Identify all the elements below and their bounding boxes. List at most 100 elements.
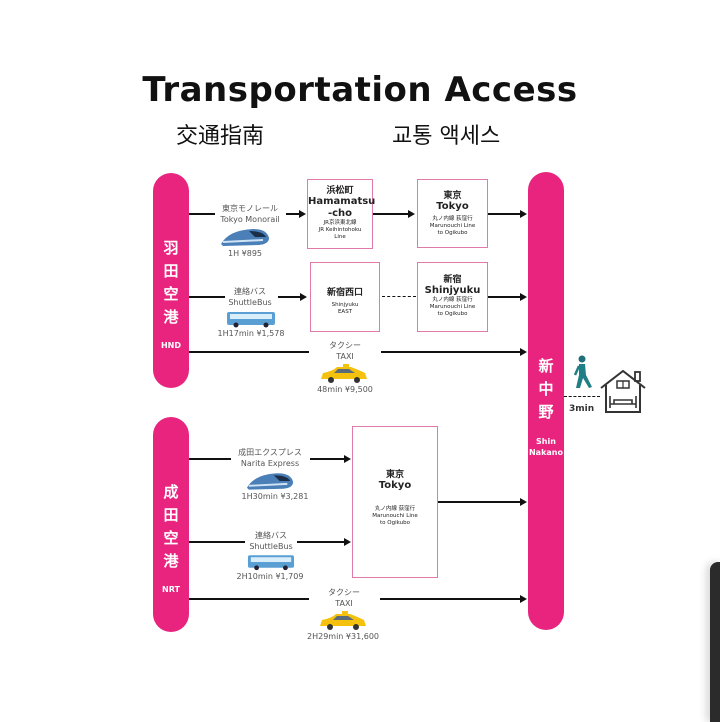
haneda-char: 港 (163, 308, 179, 326)
connector-line (189, 458, 231, 460)
destination-en-2: Nakano (528, 448, 563, 457)
bus-cost: 1H17min ¥1,578 (217, 329, 285, 338)
walk-dashed-line (564, 396, 600, 397)
narita-express-label-en: Narita Express (240, 459, 300, 468)
walking-person-icon (573, 355, 592, 388)
station-line: Marunouchi Line (372, 513, 418, 519)
arrow-head-icon (299, 210, 306, 218)
arrow-head-icon (520, 210, 527, 218)
narita-bus-label: 連絡バス ShuttleBus (243, 530, 299, 552)
shin-nakano-pill: 新 中 野 Shin Nakano (528, 172, 564, 630)
subtitle-korean: 교통 액세스 (392, 124, 501, 149)
taxi-label-ja: タクシー (329, 341, 361, 350)
station-line: to Ogikubo (437, 230, 468, 236)
arrow-head-icon (408, 210, 415, 218)
connector-line (278, 296, 301, 298)
station-en: Shinjyuku (424, 285, 481, 296)
narita-express-label: 成田エクスプレス Narita Express (229, 447, 311, 469)
connector-line (380, 598, 521, 600)
connector-line (189, 598, 309, 600)
station-ja: 新宿 (443, 275, 462, 285)
station-shinjuku: 新宿 Shinjyuku 丸ノ内線 荻窪行 Marunouchi Line to… (417, 262, 488, 332)
connector-line (488, 296, 521, 298)
bus-label-ja: 連絡バス (234, 287, 266, 296)
narita-taxi-label-en: TAXI (335, 599, 353, 608)
haneda-airport-pill: 羽 田 空 港 HND (153, 173, 189, 388)
connector-line (438, 501, 521, 503)
connector-line (286, 213, 300, 215)
station-en: Tokyo (436, 201, 469, 212)
haneda-code: HND (160, 341, 182, 350)
narita-airport-pill: 成 田 空 港 NRT (153, 417, 189, 632)
connector-line (189, 213, 215, 215)
house-bed-icon (600, 369, 646, 413)
station-line: Shinjyuku (331, 302, 359, 308)
side-panel-edge (710, 562, 720, 722)
taxi-label: タクシー TAXI (310, 340, 380, 362)
station-line: to Ogikubo (380, 520, 410, 526)
narita-char: 港 (163, 552, 179, 570)
connector-line (373, 213, 409, 215)
station-ja: 浜松町 (326, 186, 354, 196)
arrow-head-icon (520, 348, 527, 356)
subtitle-japanese: 交通指南 (176, 124, 265, 149)
arrow-head-icon (300, 293, 307, 301)
taxi-icon (320, 611, 366, 630)
narita-char: 成 (163, 483, 179, 501)
station-line: to Ogikubo (437, 311, 468, 317)
station-tokyo-narita: 東京 Tokyo 丸ノ内線 荻窪行 Marunouchi Line to Ogi… (352, 426, 438, 578)
walk-time: 3min (569, 404, 595, 414)
taxi-cost: 48min ¥9,500 (317, 385, 373, 394)
station-line: Marunouchi Line (429, 223, 476, 229)
monorail-cost: 1H ¥895 (227, 249, 262, 258)
arrow-head-icon (520, 293, 527, 301)
narita-taxi-label-ja: タクシー (328, 588, 360, 597)
station-en: -cho (327, 208, 353, 219)
narita-char: 空 (163, 529, 179, 547)
narita-taxi-label: タクシー TAXI (308, 587, 380, 609)
arrow-head-icon (344, 455, 351, 463)
dashed-connector (382, 296, 416, 297)
taxi-icon (321, 364, 367, 383)
page-title: Transportation Access (142, 70, 578, 110)
connector-line (310, 458, 345, 460)
station-line: Marunouchi Line (429, 304, 476, 310)
station-line: Line (334, 234, 346, 240)
bus-label: 連絡バス ShuttleBus (222, 286, 278, 308)
station-line: JR京浜東北線 (323, 220, 357, 226)
station-en: Tokyo (378, 480, 412, 491)
arrow-head-icon (520, 595, 527, 603)
haneda-char: 空 (163, 285, 179, 303)
destination-char: 中 (538, 380, 554, 398)
station-ja: 東京 (385, 470, 404, 480)
train-icon (246, 473, 294, 490)
destination-char: 新 (538, 357, 554, 375)
train-icon (221, 229, 269, 246)
station-line: EAST (337, 309, 353, 315)
narita-char: 田 (163, 506, 179, 524)
haneda-char: 羽 (163, 239, 179, 257)
arrow-head-icon (344, 538, 351, 546)
bus-icon (227, 312, 275, 328)
monorail-label-ja: 東京モノレール (222, 204, 278, 213)
monorail-label-en: Tokyo Monorail (220, 215, 280, 224)
narita-bus-label-en: ShuttleBus (249, 542, 293, 551)
monorail-label: 東京モノレール Tokyo Monorail (212, 203, 288, 225)
station-line: JR Keihintohoku (318, 227, 362, 233)
connector-line (189, 296, 225, 298)
destination-en-1: Shin (536, 437, 556, 446)
connector-line (189, 541, 245, 543)
bus-label-en: ShuttleBus (228, 298, 272, 307)
haneda-char: 田 (163, 262, 179, 280)
narita-express-label-ja: 成田エクスプレス (238, 448, 302, 457)
narita-express-cost: 1H30min ¥3,281 (241, 492, 309, 501)
taxi-label-en: TAXI (336, 352, 354, 361)
destination-char: 野 (538, 403, 554, 421)
station-en: Hamamatsu (308, 196, 376, 207)
connector-line (488, 213, 521, 215)
narita-bus-label-ja: 連絡バス (255, 531, 287, 540)
station-ja: 新宿西口 (326, 288, 363, 298)
connector-line (189, 351, 309, 353)
station-hamamatsucho: 浜松町 Hamamatsu -cho JR京浜東北線 JR Keihintoho… (307, 179, 376, 249)
station-shinjuku-west: 新宿西口 Shinjyuku EAST (310, 262, 380, 332)
